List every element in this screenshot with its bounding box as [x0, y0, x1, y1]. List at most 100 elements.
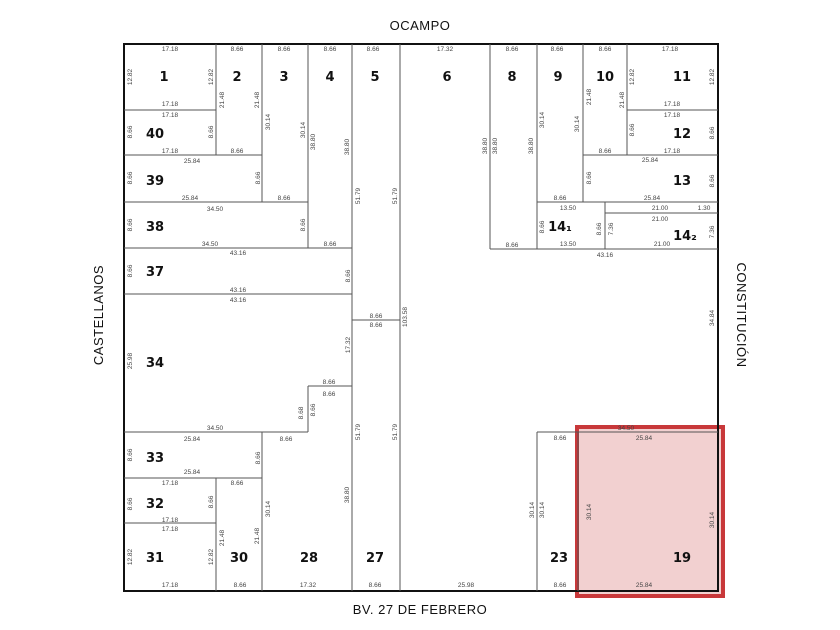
street-bv-27-de-febrero: BV. 27 DE FEBRERO — [353, 602, 487, 617]
dimension-labels: 17.18 12.82 12.82 17.18 17.18 8.66 8.66 17.18 8.… — [127, 46, 716, 589]
dimension-label: 8.66 — [554, 195, 567, 202]
dimension-label: 8.66 — [278, 46, 291, 53]
street-castellanos: CASTELLANOS — [91, 265, 106, 365]
lot-number[interactable]: 34 — [146, 356, 164, 371]
dimension-label: 38.80 — [310, 133, 317, 150]
dimension-label: 8.66 — [323, 391, 336, 398]
dimension-label: 12.82 — [127, 68, 134, 85]
block-outline — [123, 43, 719, 592]
lot-number[interactable]: 40 — [146, 127, 164, 142]
dimension-label: 8.66 — [324, 241, 337, 248]
dimension-label: 13.50 — [560, 241, 577, 248]
dimension-label: 8.66 — [370, 322, 383, 329]
dimension-label: 38.80 — [482, 137, 489, 154]
lot-number[interactable]: 27 — [366, 551, 384, 566]
lot-number[interactable]: 19 — [673, 551, 691, 566]
dimension-label: 8.66 — [506, 242, 519, 249]
dimension-label: 30.14 — [300, 121, 307, 138]
dimension-label: 8.66 — [599, 46, 612, 53]
dimension-label: 8.66 — [310, 403, 317, 416]
dimension-label: 12.82 — [709, 68, 716, 85]
dimension-label: 21.48 — [254, 91, 261, 108]
lot-number[interactable]: 33 — [146, 451, 164, 466]
dimension-label: 17.18 — [662, 46, 679, 53]
dimension-label: 17.18 — [162, 112, 179, 119]
dimension-label: 8.66 — [234, 582, 247, 589]
dimension-label: 8.66 — [127, 218, 134, 231]
dimension-label: 25.84 — [184, 158, 201, 165]
lot-number[interactable]: 32 — [146, 497, 164, 512]
dimension-label: 12.82 — [629, 68, 636, 85]
dimension-label: 8.66 — [345, 269, 352, 282]
dimension-label: 38.80 — [528, 137, 535, 154]
dimension-label: 17.18 — [162, 148, 179, 155]
lot-number[interactable]: 31 — [146, 551, 164, 566]
lot-number[interactable]: 8 — [507, 70, 516, 85]
lot-number[interactable]: 3 — [279, 70, 288, 85]
dimension-label: 8.66 — [324, 46, 337, 53]
dimension-label: 17.32 — [300, 582, 317, 589]
dimension-label: 8.66 — [127, 448, 134, 461]
dimension-label: 38.80 — [344, 138, 351, 155]
dimension-label: 17.18 — [162, 480, 179, 487]
dimension-label: 8.66 — [709, 174, 716, 187]
dimension-label: 30.14 — [709, 511, 716, 528]
dimension-label: 103.58 — [402, 307, 409, 327]
lot-number[interactable]: 1 — [159, 70, 168, 85]
dimension-label: 51.79 — [355, 187, 362, 204]
lot-19-highlight[interactable] — [575, 425, 725, 598]
dimension-label: 30.14 — [586, 503, 593, 520]
lot-number[interactable]: 38 — [146, 220, 164, 235]
lot-number[interactable]: 14₂ — [673, 229, 697, 244]
dimension-label: 21.00 — [652, 205, 669, 212]
lot-lines — [123, 43, 719, 592]
dimension-label: 51.79 — [392, 187, 399, 204]
dimension-label: 8.66 — [231, 46, 244, 53]
lot-number[interactable]: 37 — [146, 265, 164, 280]
dimension-label: 8.66 — [255, 171, 262, 184]
dimension-label: 8.66 — [629, 123, 636, 136]
lot-number[interactable]: 9 — [553, 70, 562, 85]
dimension-label: 34.50 — [202, 241, 219, 248]
lot-number[interactable]: 11 — [673, 70, 691, 85]
dimension-label: 25.84 — [636, 435, 653, 442]
dimension-label: 34.50 — [207, 425, 224, 432]
dimension-label: 8.66 — [599, 148, 612, 155]
lot-number[interactable]: 12 — [673, 127, 691, 142]
dimension-label: 8.66 — [255, 451, 262, 464]
lot-number[interactable]: 6 — [442, 70, 451, 85]
dimension-label: 30.14 — [539, 111, 546, 128]
dimension-label: 25.98 — [127, 352, 134, 369]
dimension-label: 21.48 — [219, 529, 226, 546]
dimension-label: 8.66 — [323, 379, 336, 386]
lot-number[interactable]: 5 — [370, 70, 379, 85]
dimension-label: 8.66 — [278, 195, 291, 202]
dimension-label: 25.84 — [184, 436, 201, 443]
lot-number[interactable]: 39 — [146, 174, 164, 189]
dimension-label: 34.84 — [709, 309, 716, 326]
dimension-label: 8.68 — [298, 406, 305, 419]
dimension-label: 25.84 — [182, 195, 199, 202]
lot-number[interactable]: 14₁ — [548, 220, 572, 235]
dimension-label: 21.00 — [652, 216, 669, 223]
dimension-label: 25.84 — [184, 469, 201, 476]
dimension-label: 38.80 — [492, 137, 499, 154]
dimension-label: 8.66 — [551, 46, 564, 53]
dimension-label: 8.66 — [369, 582, 382, 589]
dimension-label: 30.14 — [265, 500, 272, 517]
lot-number[interactable]: 13 — [673, 174, 691, 189]
dimension-label: 8.66 — [127, 171, 134, 184]
dimension-label: 21.48 — [254, 527, 261, 544]
lot-number[interactable]: 23 — [550, 551, 568, 566]
lot-number[interactable]: 4 — [325, 70, 334, 85]
dimension-label: 1.30 — [698, 205, 711, 212]
dimension-label: 8.66 — [300, 218, 307, 231]
dimension-label: 25.84 — [644, 195, 661, 202]
dimension-label: 17.18 — [162, 46, 179, 53]
lot-number[interactable]: 10 — [596, 70, 614, 85]
dimension-label: 8.66 — [554, 582, 567, 589]
lot-number[interactable]: 30 — [230, 551, 248, 566]
lot-number[interactable]: 2 — [232, 70, 241, 85]
dimension-label: 34.50 — [618, 425, 635, 432]
lot-number[interactable]: 28 — [300, 551, 318, 566]
